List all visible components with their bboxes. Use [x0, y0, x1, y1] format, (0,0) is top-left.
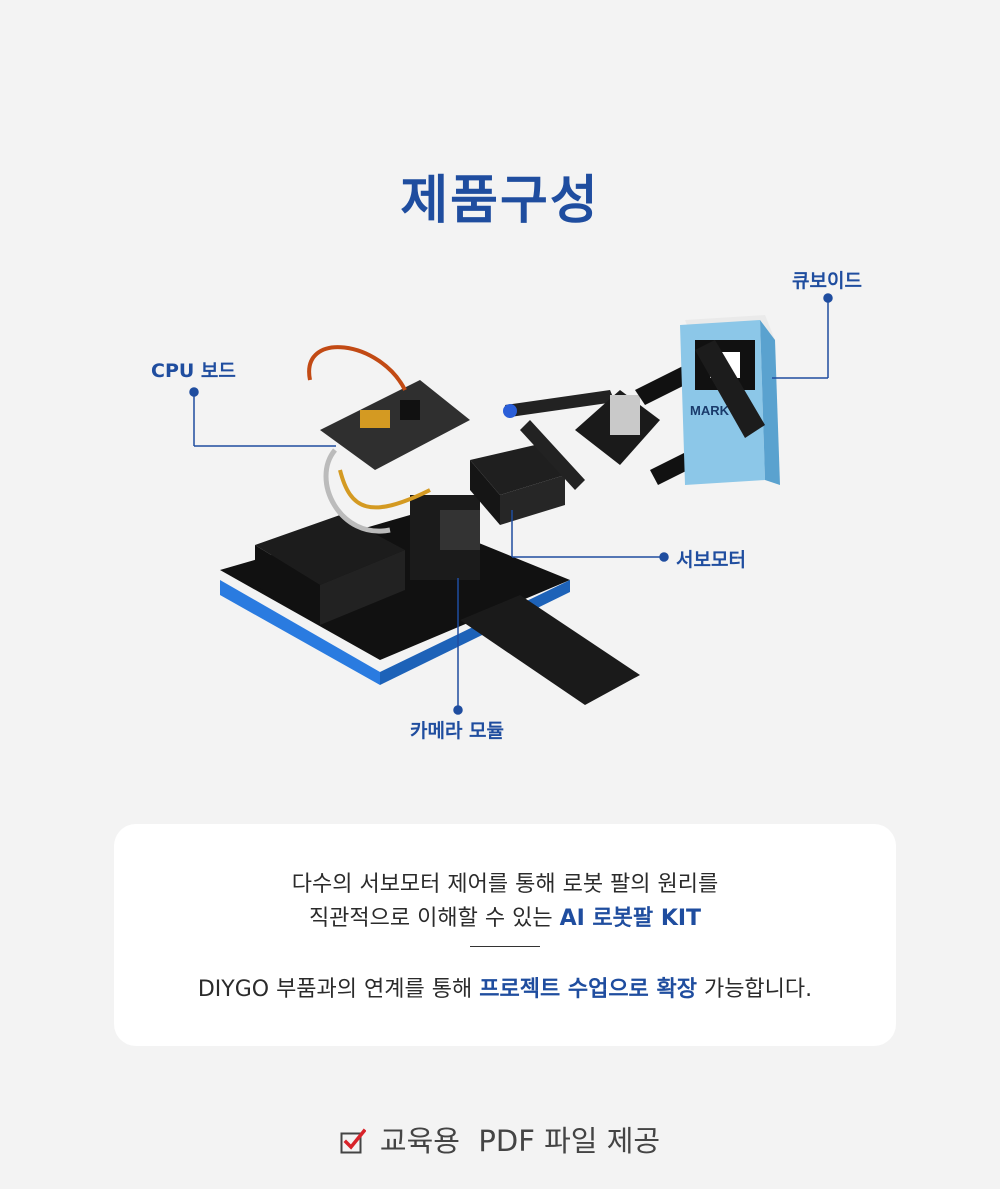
callout-cpu-board: CPU 보드 [151, 360, 236, 382]
description-line-3-prefix: DIYGO 부품과의 연계를 통해 [197, 977, 473, 1002]
highlight-ai-robot-arm-kit: AI 로봇팔 KIT [559, 906, 702, 931]
checkbox-checked-icon [340, 1127, 367, 1154]
description-line-2: 직관적으로 이해할 수 있는 AI 로봇팔 KIT [114, 900, 896, 932]
callout-servo-motor: 서보모터 [676, 549, 746, 571]
callout-cuboid: 큐보이드 [792, 270, 862, 292]
description-line-3-suffix: 가능합니다. [703, 977, 813, 1002]
description-line-1: 다수의 서보모터 제어를 통해 로봇 팔의 원리를 [291, 872, 719, 897]
divider [470, 946, 540, 947]
robot-arm-kit-image: MARK [220, 315, 780, 705]
footer-pdf-notice: 교육용 PDF 파일 제공 [0, 1118, 1000, 1160]
description-line-2-text: 직관적으로 이해할 수 있는 [308, 906, 553, 931]
page-title: 제품구성 [400, 171, 600, 231]
description-line-3: DIYGO 부품과의 연계를 통해 프로젝트 수업으로 확장 가능합니다. [114, 971, 896, 1003]
highlight-project-extension: 프로젝트 수업으로 확장 [479, 977, 697, 1002]
description-box: 다수의 서보모터 제어를 통해 로봇 팔의 원리를 직관적으로 이해할 수 있는… [114, 824, 896, 1046]
cuboid-marker-text: MARK [690, 403, 730, 418]
footer-label: 교육용 PDF 파일 제공 [379, 1124, 661, 1158]
callout-camera-module: 카메라 모듈 [410, 720, 505, 742]
